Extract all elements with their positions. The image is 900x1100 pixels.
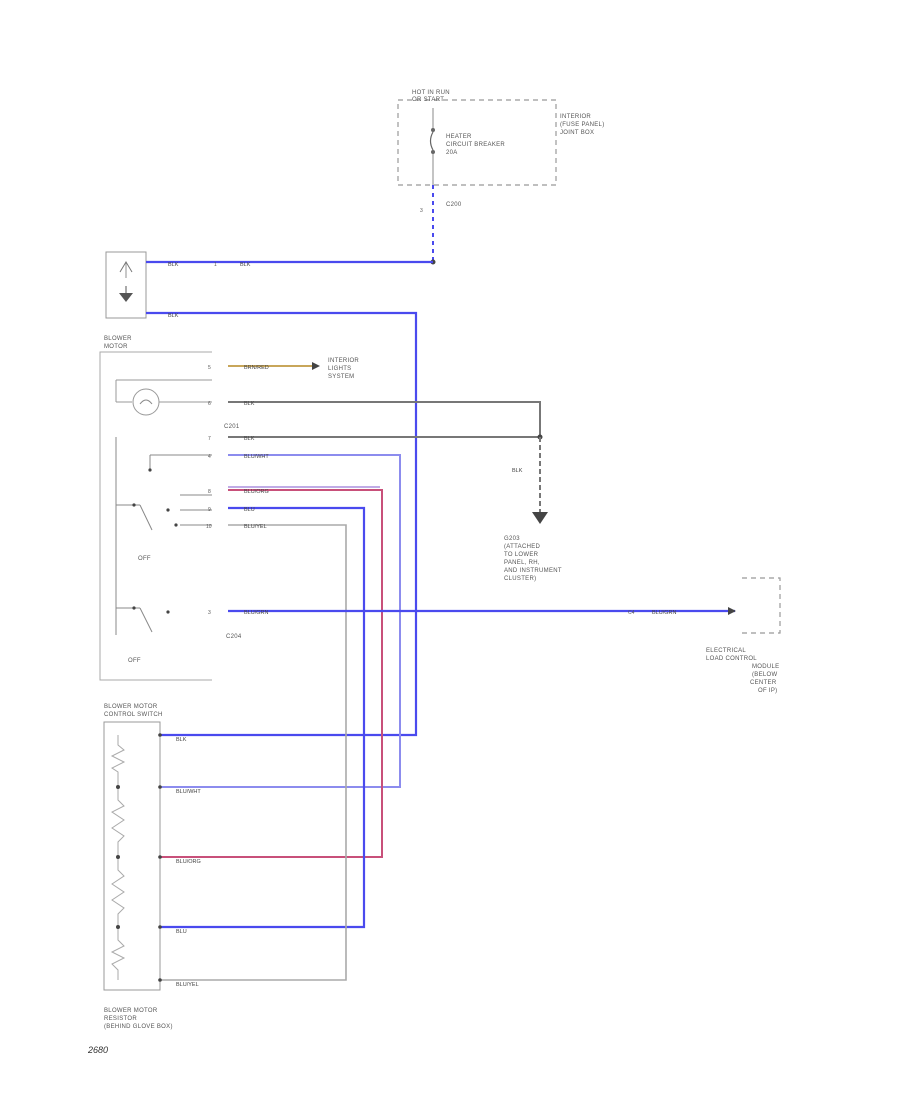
- resistor-tap-dots: [116, 733, 162, 982]
- elcm-pin: C4: [628, 610, 635, 616]
- blu-lo-wire: [160, 506, 366, 929]
- pin-4-bluwht: 4: [208, 454, 211, 460]
- blk-2-wire: [146, 311, 418, 737]
- switch-contacts-icon: [115, 437, 212, 635]
- c204-label: C204: [226, 634, 242, 640]
- ground-icon: [532, 512, 548, 524]
- interior-fuse-box-line2: (FUSE PANEL): [560, 122, 605, 128]
- breaker-label-line3: 20A: [446, 150, 458, 156]
- interior-lights-line3: SYSTEM: [328, 374, 354, 380]
- pin-3-blugrn: 3: [208, 610, 211, 616]
- arrow-to-elcm: [728, 607, 736, 615]
- circuit-breaker-icon: [429, 108, 435, 185]
- interior-fuse-box-line3: JOINT BOX: [560, 130, 594, 136]
- blk-top-label-b: BLK: [240, 262, 251, 268]
- pin-9-blu: 9: [208, 507, 211, 513]
- pin-5-brn: 5: [208, 365, 211, 371]
- interior-lights-line1: INTERIOR: [328, 358, 359, 364]
- elcm-box-outline: [742, 577, 781, 634]
- blk-ground-label-a: BLK: [244, 401, 255, 407]
- c201-label: C201: [224, 424, 240, 430]
- lamp-icon: [115, 379, 212, 416]
- interior-fuse-box-line1: INTERIOR: [560, 114, 591, 120]
- pin-1-top: 1: [214, 262, 217, 268]
- elcm-line2: LOAD CONTROL: [706, 656, 757, 662]
- res-blu-yel-label: BLU/YEL: [176, 982, 199, 988]
- blu-grn-right-label: BLU/GRN: [652, 610, 676, 616]
- switch-contact-dots: [132, 468, 178, 614]
- pin-10-bluyel: 10: [206, 524, 212, 530]
- ground-desc-line2: (ATTACHED: [504, 544, 541, 550]
- blk-ground-wire-a: [228, 401, 541, 437]
- control-switch-line1: BLOWER MOTOR: [104, 704, 158, 710]
- elcm-line1: ELECTRICAL: [706, 648, 746, 654]
- c200-pin: 3: [420, 208, 423, 214]
- pin-6-blk: 6: [208, 401, 211, 407]
- breaker-label-line1: HEATER: [446, 134, 472, 140]
- ground-desc-line4: PANEL, RH,: [504, 560, 540, 566]
- c200-label: C200: [446, 202, 462, 208]
- blu-wht-wire: [160, 454, 401, 788]
- switch-bracket: [99, 351, 212, 681]
- hot-in-run-line1: HOT IN RUN: [412, 90, 450, 96]
- blk-top-label-a: BLK: [168, 262, 179, 268]
- ground-desc-line5: AND INSTRUMENT: [504, 568, 562, 574]
- blower-motor-label-line1: BLOWER: [104, 336, 132, 342]
- ground-desc-line6: CLUSTER): [504, 576, 536, 582]
- blu-org-wire: [160, 489, 383, 858]
- blu-yel-wire: [160, 524, 347, 981]
- page-code: 2680: [87, 1045, 108, 1055]
- motor-arrow-icon: [119, 261, 133, 278]
- blower-motor-label-line2: MOTOR: [104, 344, 128, 350]
- blu-lo-label: BLU: [244, 507, 255, 513]
- resistor-box: [103, 721, 161, 991]
- pin-8-bluorg: 8: [208, 489, 211, 495]
- blu-grn-label: BLU/GRN: [244, 610, 268, 616]
- blk-2-label: BLK: [168, 313, 179, 319]
- resistor-line2: RESISTOR: [104, 1016, 137, 1022]
- off-label-2: OFF: [128, 658, 141, 664]
- breaker-label-line2: CIRCUIT BREAKER: [446, 142, 505, 148]
- arrow-to-interior-lights: [312, 362, 320, 370]
- blu-wht-label: BLU/WHT: [244, 454, 269, 460]
- resistor-coils-icon: [110, 735, 126, 980]
- elcm-line4: (BELOW: [752, 672, 778, 678]
- blu-yel-label: BLU/YEL: [244, 524, 267, 530]
- res-blu-label: BLU: [176, 929, 187, 935]
- ground-desc-line3: TO LOWER: [504, 552, 539, 558]
- hot-in-run-line2: OR START: [412, 97, 444, 103]
- blower-motor-box: [105, 251, 147, 319]
- resistor-line1: BLOWER MOTOR: [104, 1008, 158, 1014]
- interior-lights-line2: LIGHTS: [328, 366, 351, 372]
- elcm-line3: MODULE: [752, 664, 779, 670]
- res-blk-label: BLK: [176, 737, 187, 743]
- control-switch-line2: CONTROL SWITCH: [104, 712, 163, 718]
- off-label-1: OFF: [138, 556, 151, 562]
- fuse-box-outline: [397, 99, 557, 186]
- brn-red-label: BRN/RED: [244, 365, 269, 371]
- blu-org-label: BLU/ORG: [244, 489, 269, 495]
- res-blu-org-label: BLU/ORG: [176, 859, 201, 865]
- ground-desc-line1: G203: [504, 536, 520, 542]
- elcm-line5: CENTER: [750, 680, 777, 686]
- elcm-line6: OF IP): [758, 688, 777, 694]
- pin-7-blk: 7: [208, 436, 211, 442]
- motor-ground-icon: [119, 286, 133, 302]
- res-blu-wht-label: BLU/WHT: [176, 789, 201, 795]
- resistor-line3: (BEHIND GLOVE BOX): [104, 1024, 173, 1030]
- blk-ground-label-b: BLK: [244, 436, 255, 442]
- ground-wire-label: BLK: [512, 468, 523, 474]
